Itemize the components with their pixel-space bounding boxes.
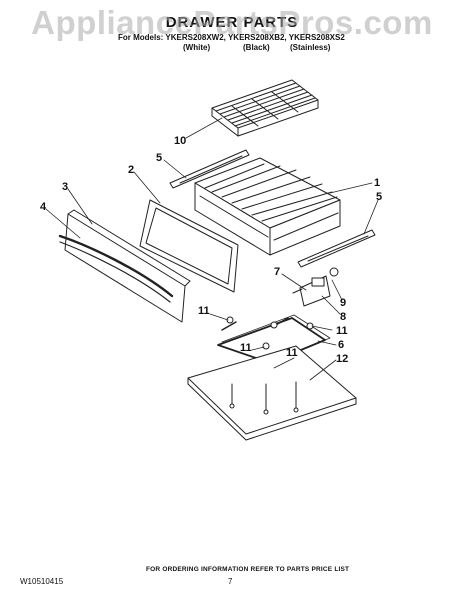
part-screws bbox=[226, 316, 314, 350]
part-slide-rail-left bbox=[169, 149, 250, 189]
document-number: W10510415 bbox=[20, 577, 64, 586]
callout-8: 8 bbox=[340, 311, 346, 323]
part-rack bbox=[211, 79, 319, 137]
page-title: DRAWER PARTS bbox=[165, 14, 299, 31]
callout-11-b: 11 bbox=[336, 325, 348, 337]
variant-black: (Black) bbox=[243, 43, 270, 52]
part-drawer-box bbox=[194, 157, 341, 256]
callout-10: 10 bbox=[174, 135, 186, 147]
callout-6: 6 bbox=[338, 339, 344, 351]
callout-4: 4 bbox=[40, 201, 47, 213]
leader-lines bbox=[45, 117, 379, 381]
variant-white: (White) bbox=[183, 43, 211, 52]
part-drawer-front bbox=[58, 209, 191, 323]
part-bottom-plate bbox=[187, 345, 357, 441]
callout-11-c: 11 bbox=[240, 342, 252, 354]
callout-3: 3 bbox=[62, 181, 68, 193]
callout-9: 9 bbox=[340, 297, 346, 309]
callout-7: 7 bbox=[274, 266, 280, 278]
page-number: 7 bbox=[228, 577, 233, 586]
part-slide-clips bbox=[292, 267, 339, 307]
callout-5-left: 5 bbox=[156, 152, 162, 164]
variant-stainless: (Stainless) bbox=[290, 43, 331, 52]
callout-11-d: 11 bbox=[286, 347, 298, 359]
part-slide-rail-right bbox=[297, 229, 376, 268]
callout-2: 2 bbox=[128, 164, 134, 176]
callout-11-a: 11 bbox=[198, 305, 210, 317]
callout-5-right: 5 bbox=[376, 191, 382, 203]
part-door-frame bbox=[139, 199, 239, 293]
callout-1: 1 bbox=[374, 177, 380, 189]
callouts: 10 5 3 2 4 1 5 7 9 8 11 11 11 6 11 12 bbox=[40, 135, 382, 365]
ordering-note: FOR ORDERING INFORMATION REFER TO PARTS … bbox=[146, 566, 350, 573]
models-line: For Models: YKERS208XW2, YKERS208XB2, YK… bbox=[118, 33, 345, 42]
callout-12: 12 bbox=[336, 353, 348, 365]
